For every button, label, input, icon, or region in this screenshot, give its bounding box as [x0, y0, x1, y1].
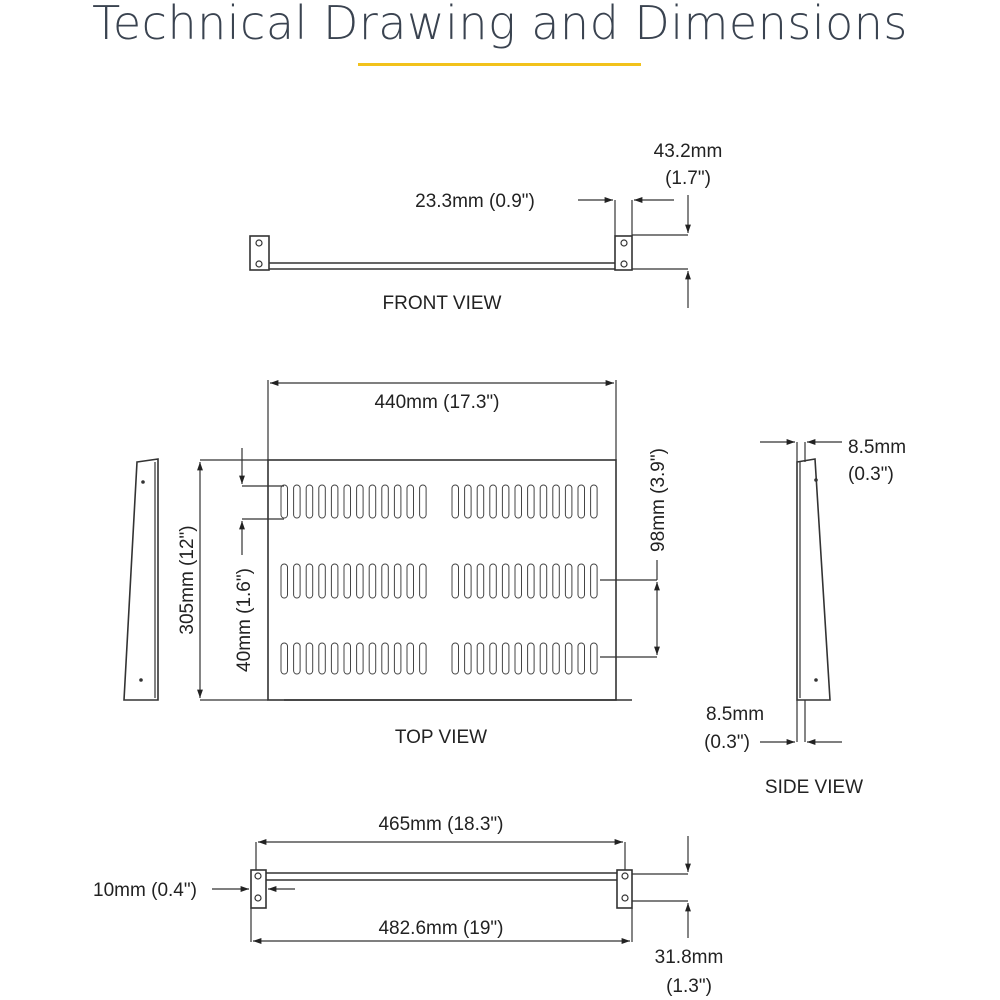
side-top-in-label: (0.3") [848, 464, 894, 485]
vent-slot [552, 484, 560, 519]
slot-spacing-label: 98mm (3.9") [648, 448, 669, 552]
vent-slot [343, 642, 351, 675]
vent-slot [464, 642, 472, 675]
vent-slot [393, 484, 402, 519]
vent-slot [501, 484, 510, 519]
front-width-label: 23.3mm (0.9") [415, 191, 535, 212]
vent-slot [318, 642, 326, 675]
ear-height-mm-label: 31.8mm [655, 947, 724, 968]
vent-slot [527, 642, 535, 675]
side-view: 8.5mm (0.3") 8.5mm (0.3") SIDE VIEW [704, 437, 906, 798]
side-top-mm-label: 8.5mm [848, 437, 906, 458]
vent-slot [527, 484, 535, 519]
vent-slot [368, 484, 377, 519]
vent-slot [368, 563, 377, 599]
vent-slot [476, 563, 485, 599]
vent-slot [539, 484, 548, 519]
vent-slot [330, 484, 339, 519]
vent-slot [419, 642, 427, 675]
side-view-label: SIDE VIEW [765, 777, 863, 798]
vent-slot [514, 563, 522, 599]
vent-slot [590, 642, 598, 675]
rack-front-view: 465mm (18.3") 482.6mm (19") 10mm (0.4") … [93, 814, 723, 997]
vent-slot [514, 642, 522, 675]
inner-width-label: 465mm (18.3") [378, 814, 503, 835]
vent-slot [419, 563, 427, 599]
side-bottom-in-label: (0.3") [704, 732, 750, 753]
vent-slot [552, 563, 560, 599]
ear-width-label: 10mm (0.4") [93, 880, 197, 901]
vent-slot [564, 563, 573, 599]
vent-slot [564, 484, 573, 519]
top-width-label: 440mm (17.3") [374, 392, 499, 413]
front-height-mm-label: 43.2mm [654, 141, 723, 162]
front-height-in-label: (1.7") [665, 168, 711, 189]
vent-slot [318, 563, 326, 599]
vent-slot [356, 484, 364, 519]
vent-slot [489, 642, 497, 675]
vent-slot [293, 484, 301, 519]
vent-slot [381, 642, 389, 675]
top-view: 440mm (17.3") 305mm (12") 40mm (1.6") 98… [123, 380, 669, 748]
vent-slot [577, 563, 585, 599]
vent-slot [343, 484, 351, 519]
vent-slot [552, 642, 560, 675]
vent-slot [451, 642, 459, 675]
vent-slot [406, 642, 414, 675]
overall-width-label: 482.6mm (19") [378, 918, 503, 939]
vent-slot [539, 563, 548, 599]
vent-slot [419, 484, 427, 519]
vent-slot [305, 484, 314, 519]
vent-slot [451, 563, 459, 599]
vent-slot [527, 563, 535, 599]
vent-slot [451, 484, 459, 519]
vent-slot [280, 563, 288, 599]
vent-slot [501, 563, 510, 599]
vent-slot [305, 563, 314, 599]
vent-slot [343, 563, 351, 599]
vent-slot [330, 563, 339, 599]
vent-slot [293, 642, 301, 675]
vent-slot [501, 642, 510, 675]
vent-slot [368, 642, 377, 675]
vent-slot [590, 563, 598, 599]
title-underline [358, 63, 641, 66]
vent-slot [564, 642, 573, 675]
vent-slots [280, 484, 598, 675]
vent-slot [489, 484, 497, 519]
vent-slot [330, 642, 339, 675]
vent-slot [356, 642, 364, 675]
vent-slot [514, 484, 522, 519]
slot-offset-label: 40mm (1.6") [234, 568, 255, 672]
front-view-label: FRONT VIEW [383, 293, 502, 314]
vent-slot [577, 484, 585, 519]
vent-slot [406, 484, 414, 519]
vent-slot [293, 563, 301, 599]
vent-slot [381, 563, 389, 599]
front-view: 23.3mm (0.9") 43.2mm (1.7") FRONT VIEW [249, 141, 723, 314]
vent-slot [356, 563, 364, 599]
vent-slot [577, 642, 585, 675]
vent-slot [476, 642, 485, 675]
vent-slot [539, 642, 548, 675]
vent-slot [280, 642, 288, 675]
vent-slot [305, 642, 314, 675]
vent-slot [393, 563, 402, 599]
top-depth-label: 305mm (12") [177, 525, 198, 634]
ear-height-in-label: (1.3") [666, 976, 712, 997]
vent-slot [464, 563, 472, 599]
vent-slot [406, 563, 414, 599]
top-view-label: TOP VIEW [395, 727, 487, 748]
vent-slot [280, 484, 288, 519]
vent-slot [381, 484, 389, 519]
page-title: Technical Drawing and Dimensions [92, 0, 908, 50]
vent-slot [464, 484, 472, 519]
vent-slot [489, 563, 497, 599]
side-bottom-mm-label: 8.5mm [706, 704, 764, 725]
vent-slot [476, 484, 485, 519]
vent-slot [590, 484, 598, 519]
vent-slot [318, 484, 326, 519]
vent-slot [393, 642, 402, 675]
